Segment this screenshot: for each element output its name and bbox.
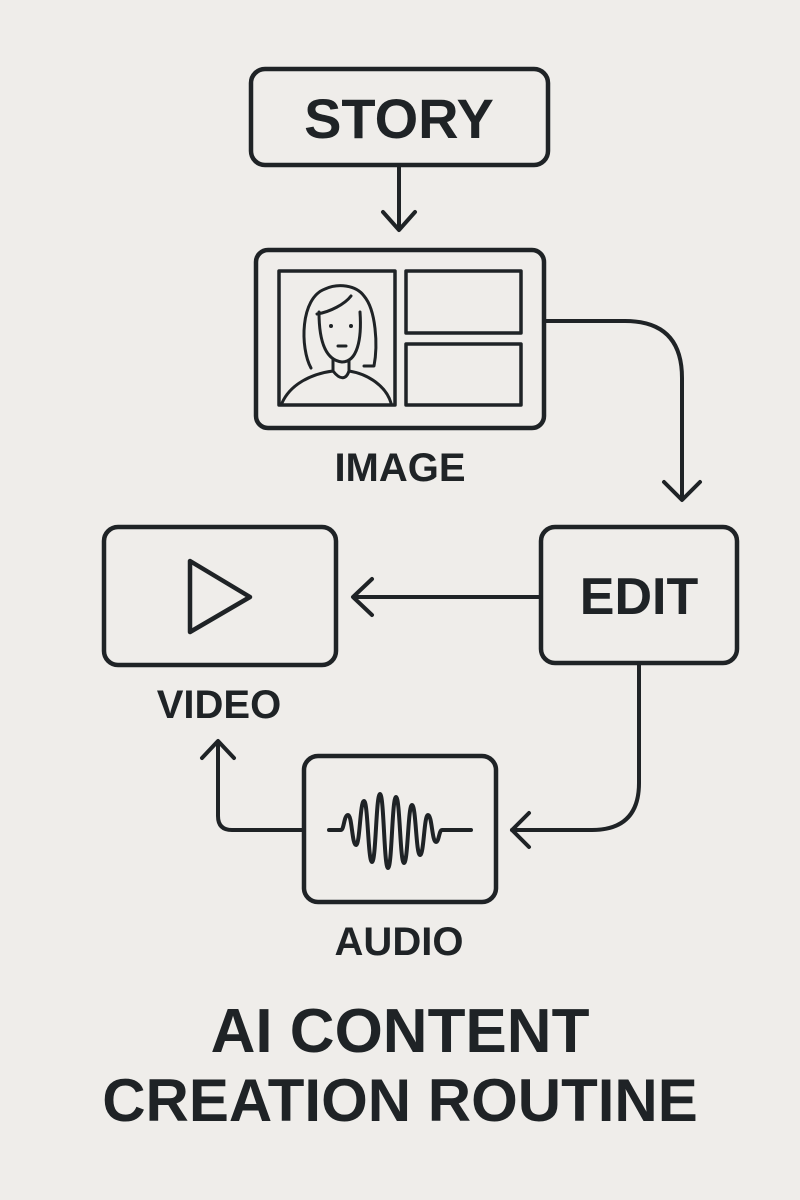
video-box: [101, 524, 339, 668]
connector-image-to-edit: [543, 319, 702, 502]
image-label: IMAGE: [334, 446, 465, 490]
title-line-1: AI CONTENT: [211, 997, 590, 1066]
portrait-neck: [331, 358, 351, 373]
image-node: IMAGE: [253, 247, 547, 490]
portrait-fringe: [315, 294, 353, 316]
image-box: [253, 247, 547, 431]
play-icon: [187, 558, 253, 635]
title-line-2: CREATION ROUTINE: [102, 1067, 698, 1134]
portrait-eye-right: [349, 324, 353, 328]
portrait-frame: [277, 269, 397, 407]
image-edit-line: [543, 319, 684, 500]
audio-label: AUDIO: [335, 920, 464, 964]
portrait-person-icon: [280, 284, 393, 405]
edit-video-arrowhead: [351, 577, 374, 617]
portrait-eye-left: [329, 324, 333, 328]
audio-video-arrowhead: [200, 739, 236, 760]
portrait-hair: [302, 284, 378, 370]
portrait-shoulders: [280, 369, 393, 405]
story-label: STORY: [304, 87, 494, 150]
image-storyboard-icon: [277, 269, 523, 407]
edit-label: EDIT: [580, 568, 699, 626]
video-label: VIDEO: [157, 683, 281, 727]
audio-node: AUDIO: [301, 753, 499, 964]
image-edit-arrowhead: [662, 480, 702, 502]
story-image-arrowhead: [381, 210, 417, 232]
edit-audio-line: [510, 662, 641, 832]
video-node: VIDEO: [101, 524, 339, 727]
connector-edit-to-video: [351, 577, 542, 617]
diagram-title: AI CONTENT CREATION ROUTINE: [102, 997, 698, 1134]
storyboard-panel-top: [404, 269, 523, 335]
edit-audio-arrowhead: [510, 811, 531, 849]
edit-node: EDIT: [538, 524, 740, 666]
portrait-face: [317, 310, 362, 364]
waveform-icon: [327, 792, 473, 870]
audio-video-line: [216, 741, 305, 832]
connector-story-to-image: [381, 164, 417, 232]
storyboard-panel-bottom: [404, 342, 523, 407]
connector-edit-to-audio: [510, 662, 641, 849]
connector-audio-to-video: [200, 739, 305, 832]
story-node: STORY: [248, 66, 551, 168]
